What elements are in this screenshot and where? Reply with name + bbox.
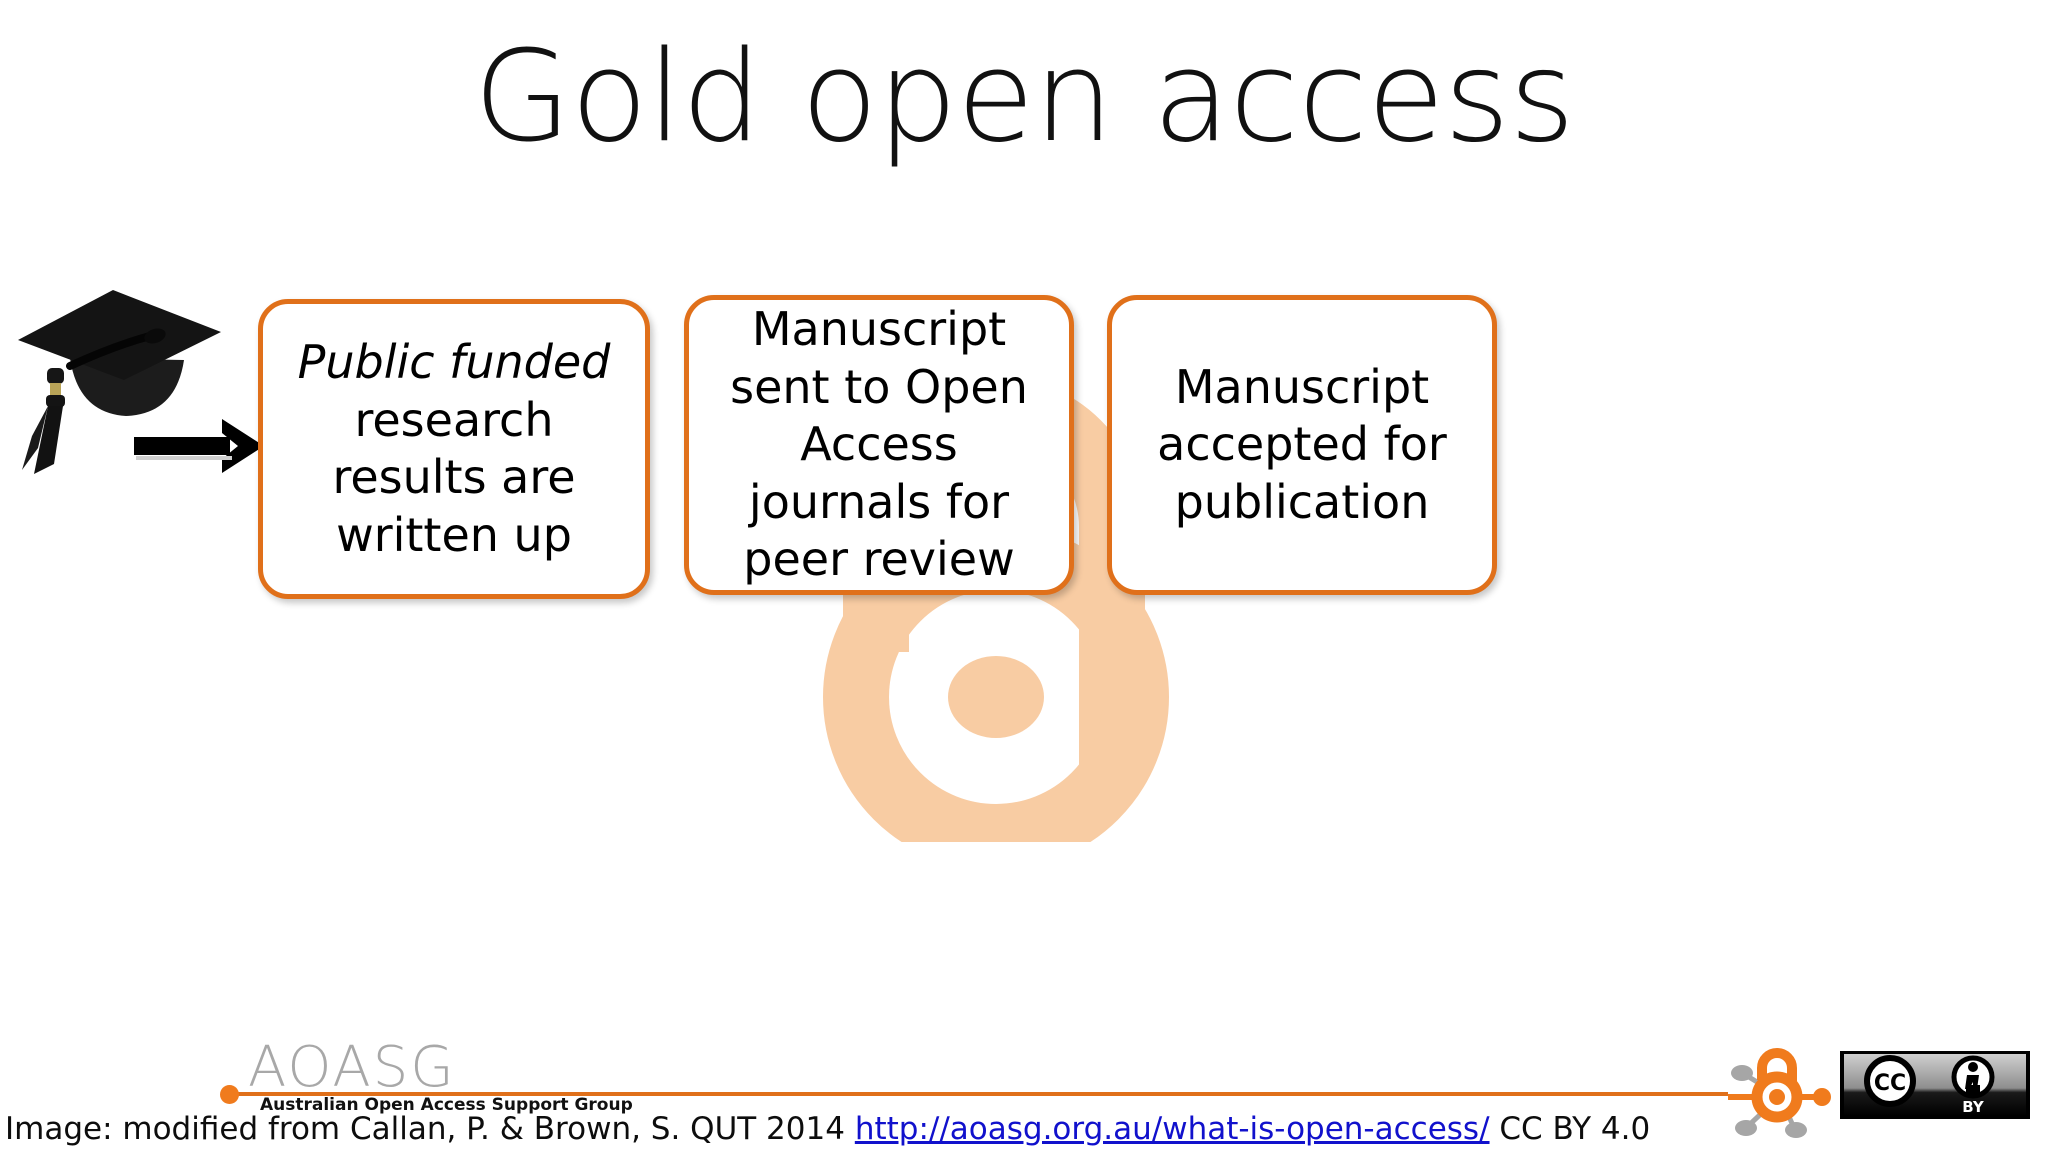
aoasg-wordmark: AOASG (248, 1035, 456, 1100)
flow-box-1-rest: research results are written up (332, 392, 576, 562)
flow-box-manuscript-accepted[interactable]: Manuscript accepted for publication (1107, 295, 1497, 595)
flow-arrow-icon (134, 415, 274, 477)
aoasg-tagline: Australian Open Access Support Group (260, 1095, 633, 1115)
caption-prefix: Image: modified from Callan, P. & Brown,… (5, 1111, 855, 1147)
aoasg-divider-line (228, 1092, 1728, 1096)
flow-box-1-emphasis: Public funded (297, 335, 611, 389)
by-label: BY (1962, 1098, 1985, 1116)
source-link[interactable]: http://aoasg.org.au/what-is-open-access/ (854, 1111, 1490, 1147)
aoasg-logo-dot (220, 1085, 239, 1104)
graduation-cap-icon (8, 288, 233, 418)
flow-box-manuscript-sent[interactable]: Manuscript sent to Open Access journals … (684, 295, 1074, 595)
graduation-cap-tassel-icon (8, 288, 233, 478)
cc-label: CC (1874, 1071, 1906, 1096)
flow-box-3-text: Manuscript accepted for publication (1157, 359, 1447, 529)
aoasg-logo: AOASG Australian Open Access Support Gro… (248, 1035, 633, 1114)
open-access-lock-icon (1728, 1044, 1838, 1144)
cc-by-badge[interactable]: CC BY (1840, 1051, 2030, 1119)
flow-box-1-text: Public funded research results are writt… (263, 334, 645, 564)
caption-license: CC BY 4.0 (1489, 1111, 1651, 1147)
image-credit-caption: Image: modified from Callan, P. & Brown,… (5, 1110, 1650, 1149)
flow-box-2-text: Manuscript sent to Open Access journals … (730, 302, 1028, 587)
page-title: Gold open access (473, 23, 1575, 170)
flow-box-public-funded[interactable]: Public funded research results are writt… (258, 299, 650, 599)
